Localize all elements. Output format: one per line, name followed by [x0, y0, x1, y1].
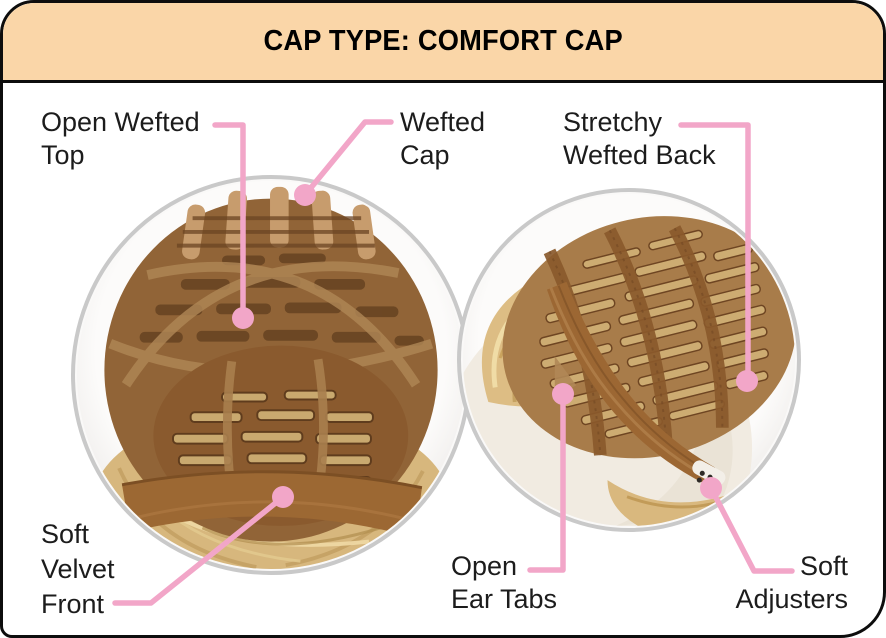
wig-top-back-illustration: [76, 180, 466, 570]
label-line: Open Wefted: [41, 107, 200, 137]
wig-side-photo: [457, 188, 801, 532]
label-line: Stretchy: [563, 107, 663, 137]
label-line: Adjusters: [735, 584, 848, 614]
wig-side-illustration: [462, 193, 796, 527]
label-wefted-cap: Wefted Cap: [400, 106, 485, 172]
label-line: Cap: [400, 140, 450, 170]
label-line: Front: [41, 589, 105, 619]
label-line: Top: [41, 140, 85, 170]
label-line: Soft: [41, 519, 90, 549]
header-banner: CAP TYPE: COMFORT CAP: [3, 3, 883, 83]
page-title: CAP TYPE: COMFORT CAP: [263, 25, 623, 57]
label-line: Ear Tabs: [451, 584, 558, 614]
label-soft-adjusters: Soft Adjusters: [735, 550, 848, 616]
label-open-wefted-top: Open Wefted Top: [41, 106, 200, 172]
label-soft-velvet-front: Soft Velvet Front: [41, 517, 115, 622]
label-line: Wefted: [400, 107, 486, 137]
label-open-ear-tabs: Open Ear Tabs: [451, 550, 557, 616]
label-line: Soft: [799, 551, 848, 581]
label-line: Wefted Back: [563, 140, 716, 170]
label-line: Open: [451, 551, 518, 581]
wig-top-back-photo: [71, 175, 471, 575]
label-stretchy-wefted-back: Stretchy Wefted Back: [563, 106, 716, 172]
label-line: Velvet: [41, 554, 115, 584]
